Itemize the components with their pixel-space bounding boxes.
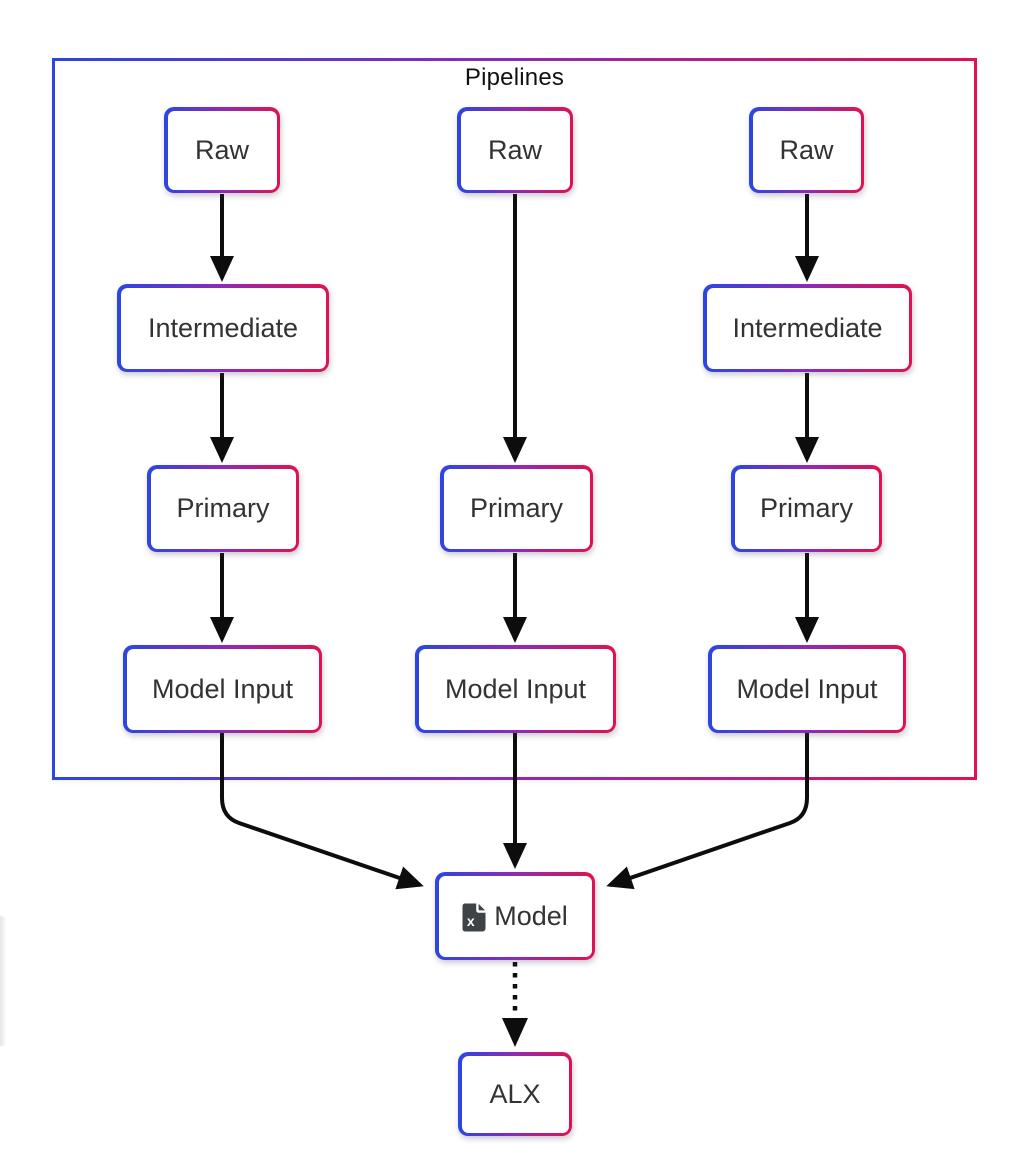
node-primary-mid: Primary [440, 465, 593, 552]
node-label: Primary [760, 493, 853, 523]
node-raw-mid: Raw [457, 107, 573, 193]
pipelines-title: Pipelines [464, 64, 565, 91]
node-label: Model Input [736, 673, 878, 704]
node-raw-left: Raw [164, 107, 280, 193]
node-raw-right: Raw [749, 107, 864, 193]
arrow-model-to-alx-head [502, 1018, 528, 1047]
node-label: Primary [176, 493, 270, 523]
node-model-input-left: Model Input [123, 645, 322, 733]
excel-file-icon: x [462, 903, 486, 932]
node-label: Raw [194, 134, 249, 165]
node-label: Intermediate [732, 312, 883, 343]
node-label: Model Input [151, 673, 294, 704]
node-label: Raw [779, 134, 834, 165]
page-edge-artifact [0, 916, 7, 1046]
node-primary-left: Primary [147, 465, 299, 552]
node-primary-right: Primary [731, 465, 882, 552]
node-label: Intermediate [147, 312, 299, 343]
node-model-input-right: Model Input [708, 645, 906, 733]
node-label: Model Input [444, 673, 587, 704]
node-alx: ALX [458, 1052, 572, 1136]
node-label: Model [494, 900, 568, 931]
node-label: Primary [470, 493, 563, 523]
svg-text:x: x [467, 913, 475, 929]
node-intermediate-left: Intermediate [117, 284, 329, 372]
node-model-input-mid: Model Input [415, 645, 616, 733]
node-intermediate-right: Intermediate [703, 284, 912, 372]
node-label: Raw [487, 134, 542, 165]
node-label: ALX [489, 1078, 541, 1109]
node-model: x Model [435, 872, 595, 960]
